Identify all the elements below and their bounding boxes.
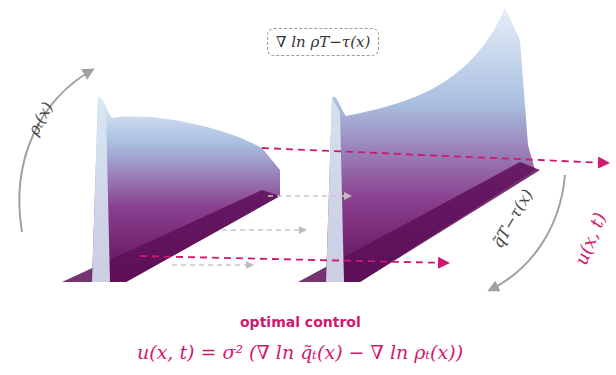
node-text: ∇ ln ρT−τ(x): [276, 33, 370, 51]
caption-label: optimal control: [240, 314, 361, 330]
formula-label: u(x, t) = σ² (∇ ln q̃ₜ(x) − ∇ ln ρₜ(x)): [137, 341, 463, 363]
math-label: ρₜ(x): [24, 99, 57, 139]
math-label: u(x, t): [570, 209, 610, 267]
dashed-label-box: ∇ ln ρT−τ(x): [267, 28, 379, 56]
